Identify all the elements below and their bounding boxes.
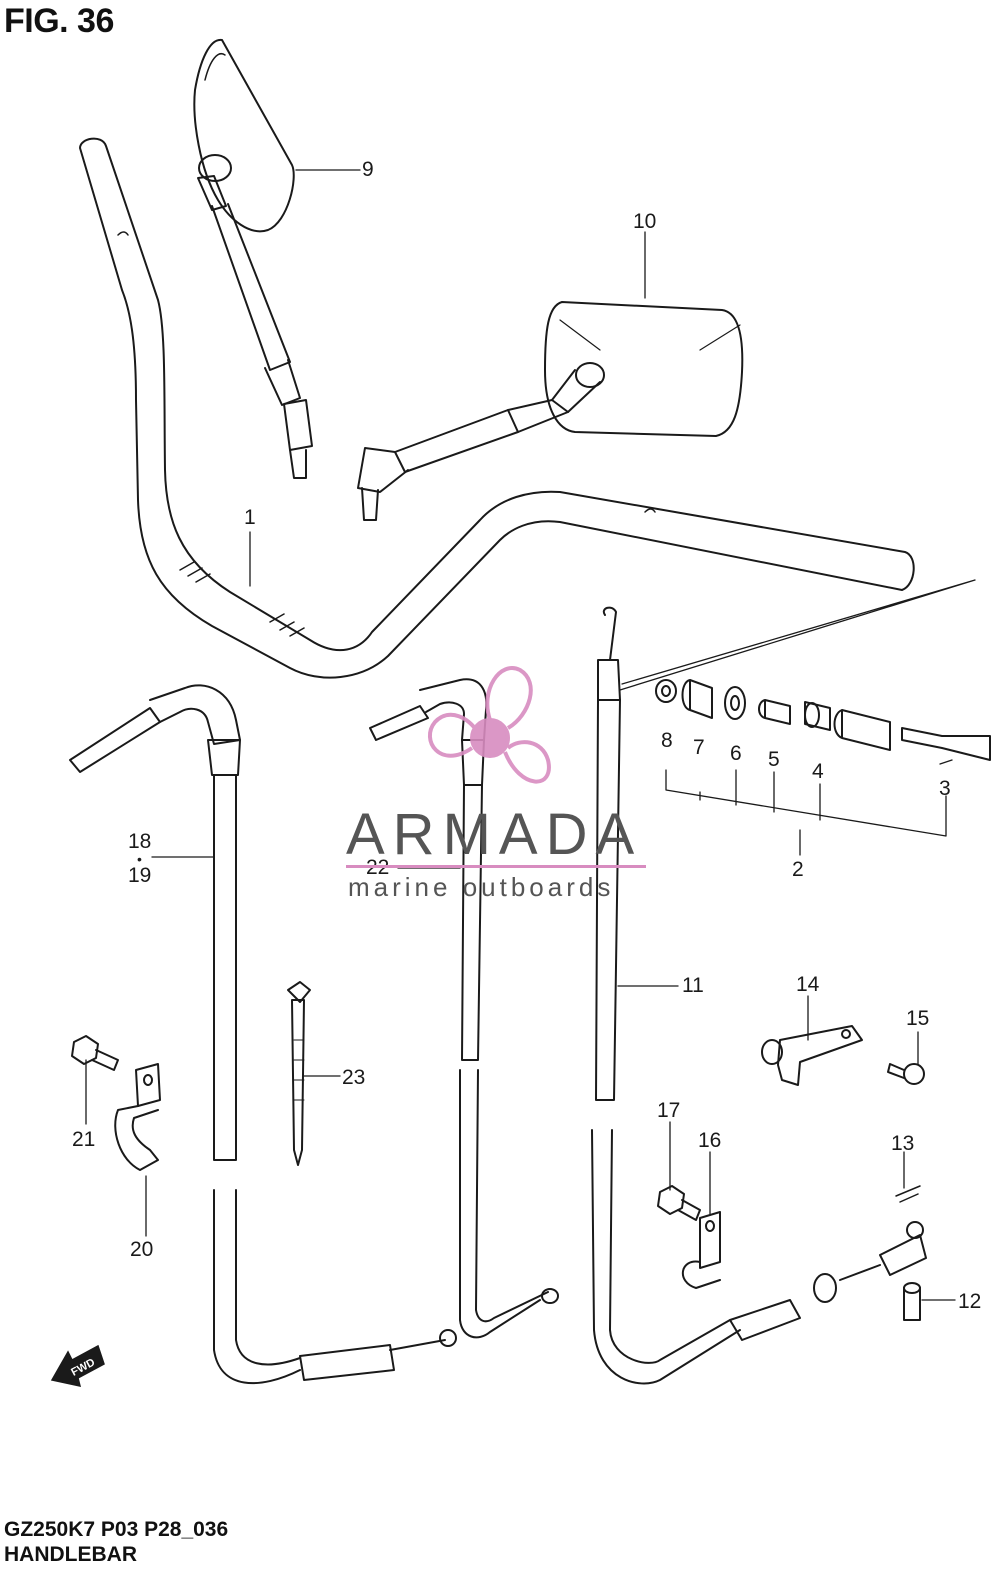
callout-21: 21 [72,1128,95,1151]
pin-12-part[interactable] [903,1282,921,1321]
bolt-17-part[interactable] [657,1185,701,1221]
forward-direction-arrow-icon: FWD [50,1344,105,1387]
bolt-21-part[interactable] [71,1035,119,1071]
callout-17: 17 [657,1099,680,1122]
callout-4: 4 [812,760,824,783]
callout-14: 14 [796,973,820,996]
model-code: GZ250K7 P03 P28_036 [4,1518,229,1541]
figure-title: FIG. 36 [4,2,114,40]
clamp-16-part[interactable] [681,1211,721,1289]
callout-9: 9 [362,158,374,181]
watermark-brand: ARMADA [346,802,643,867]
callout-8: 8 [661,729,673,752]
callout-7: 7 [693,736,705,759]
bracket-14-part[interactable] [761,1025,863,1086]
callout-16: 16 [698,1129,721,1152]
callout-18: 18 [128,830,151,853]
callout-labels: 1 2 3 4 5 6 7 8 9 10 11 12 13 14 15 16 1… [72,158,981,1313]
callout-3: 3 [939,777,951,800]
callout-1: 1 [244,506,256,529]
callout-11: 11 [682,974,704,997]
screw-15-part[interactable] [887,1063,925,1085]
callout-20: 20 [130,1238,153,1261]
section-name: HANDLEBAR [4,1543,137,1566]
callout-10: 10 [633,210,656,233]
throttle-cable-no2-part[interactable] [369,678,559,1339]
callout-5: 5 [768,748,780,771]
watermark-tagline: marine outboards [348,872,615,902]
callout-6: 6 [730,742,742,765]
watermark-propeller-logo [428,666,551,784]
watermark-divider [346,865,646,868]
throttle-cable-no1-part[interactable] [69,684,457,1385]
leader-lines [85,169,956,1301]
clutch-cable-part[interactable] [591,606,927,1385]
balancer-assembly[interactable] [619,579,991,761]
left-mirror-part[interactable] [193,38,313,479]
callout-15: 15 [906,1007,929,1030]
cable-tie-part[interactable] [287,981,311,1166]
callout-13: 13 [891,1132,914,1155]
right-mirror-part[interactable] [357,301,744,521]
callout-12: 12 [958,1290,981,1313]
handlebar-part[interactable] [79,137,915,679]
callout-separator: • [137,851,142,867]
callout-19: 19 [128,864,151,887]
callout-23: 23 [342,1066,365,1089]
clip-13-part[interactable] [895,1185,921,1203]
callout-2: 2 [792,858,804,881]
clamp-20-part[interactable] [114,1063,161,1171]
